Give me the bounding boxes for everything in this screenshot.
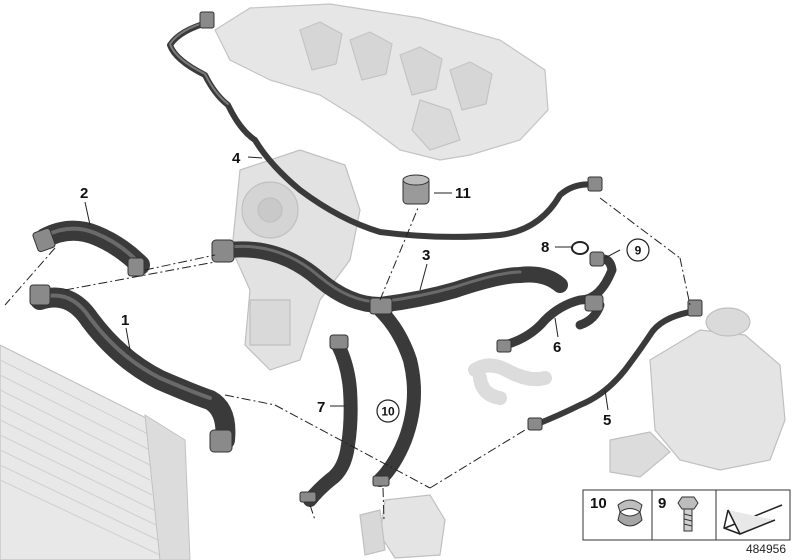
svg-text:10: 10 xyxy=(381,405,395,419)
hose-1 xyxy=(30,287,236,450)
hose-2 xyxy=(35,220,150,275)
pipe-5 xyxy=(532,309,693,428)
fittings xyxy=(29,11,703,503)
parts-legend: 10 9 xyxy=(582,489,791,541)
cylinder-head-ghost xyxy=(214,3,549,161)
callout-9-circled: 9 xyxy=(626,238,650,262)
callout-5: 5 xyxy=(603,412,611,429)
expansion-tank-ghost xyxy=(609,307,786,478)
callout-7: 7 xyxy=(317,399,325,416)
callout-8: 8 xyxy=(541,239,549,256)
pipe-ghost-lower xyxy=(468,358,552,405)
leader-lines xyxy=(84,156,621,411)
callout-6: 6 xyxy=(553,339,561,356)
callout-10-circled: 10 xyxy=(376,399,400,423)
reference-lines xyxy=(4,197,691,521)
pipe-4 xyxy=(167,19,598,240)
callout-3: 3 xyxy=(422,247,430,264)
callout-4: 4 xyxy=(232,150,241,167)
oil-cooler-ghost xyxy=(359,494,446,559)
callout-11: 11 xyxy=(455,185,471,202)
svg-text:9: 9 xyxy=(635,244,642,258)
radiator-ghost xyxy=(0,344,191,560)
callout-1: 1 xyxy=(121,312,129,329)
bolt-icon xyxy=(677,496,699,532)
o-ring-part-8 xyxy=(571,241,589,255)
document-id: 484956 xyxy=(745,542,786,556)
callout-2: 2 xyxy=(80,185,88,202)
clamp-icon xyxy=(617,499,643,527)
cap-part-11 xyxy=(402,174,430,205)
hose-7 xyxy=(303,338,358,507)
legend-label-10: 10 xyxy=(590,495,607,512)
arrow-symbol-icon xyxy=(723,504,783,535)
legend-label-9: 9 xyxy=(658,495,666,512)
